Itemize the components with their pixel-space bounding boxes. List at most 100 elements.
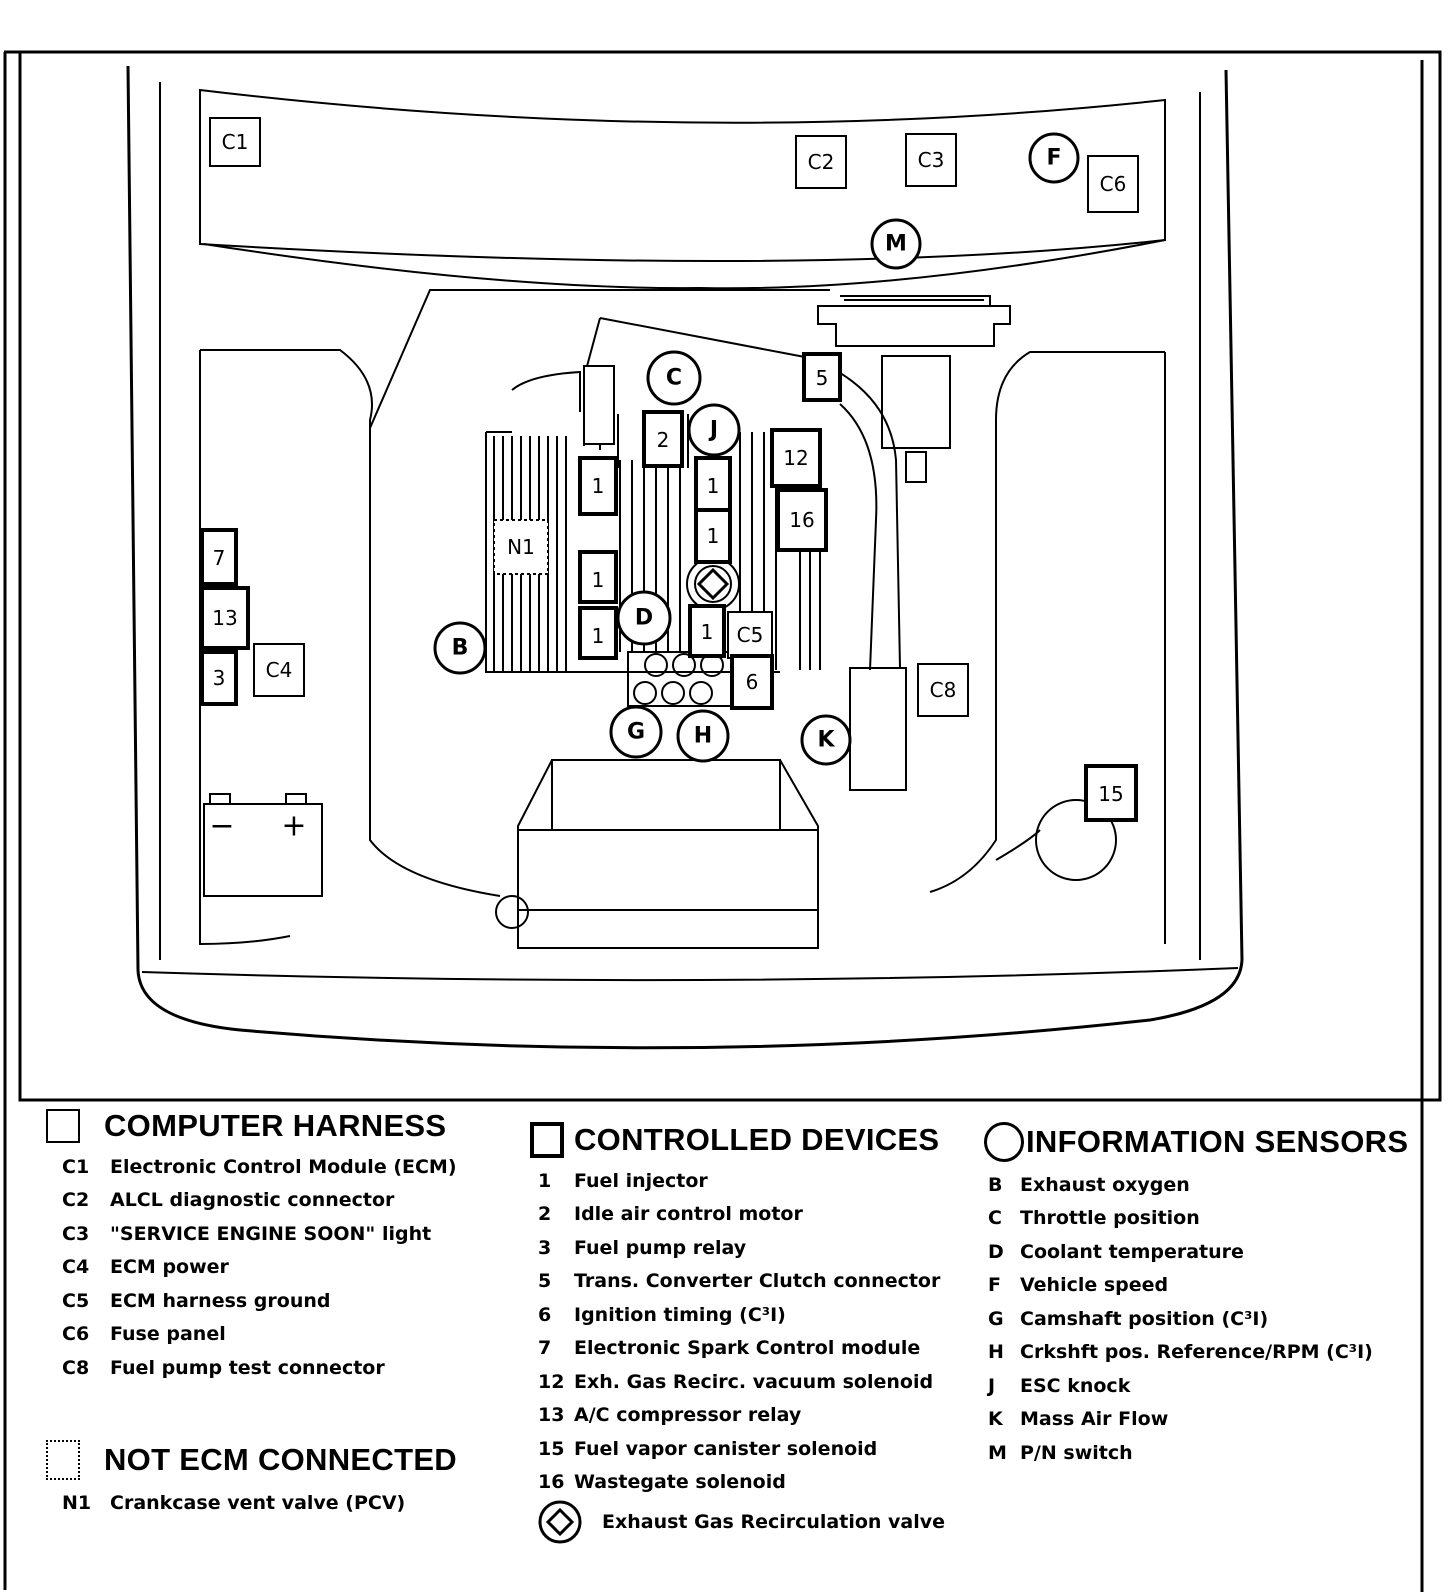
device-5-tcc: [802, 352, 842, 402]
battery-positive: +: [281, 809, 306, 844]
radiator: [551, 759, 781, 831]
device-13-ac-relay: [200, 586, 250, 650]
sensor-d-coolant: [616, 590, 672, 646]
list-item: 16 Wastegate solenoid: [530, 1466, 945, 1500]
label-c5: C5: [737, 623, 764, 647]
item-code: J: [988, 1374, 996, 1397]
item-code: C: [988, 1207, 1002, 1230]
item-description: Camshaft position (C³I): [1020, 1307, 1269, 1330]
sensor-g-camshaft: [609, 705, 663, 759]
list-item: G Camshaft position (C³I): [984, 1302, 1408, 1336]
label-1a: 1: [592, 474, 605, 498]
item-code: M: [988, 1441, 1007, 1464]
label-n1: N1: [507, 535, 535, 559]
legend-computer-harness: COMPUTER HARNESS C1 Electronic Control Mo…: [46, 1108, 457, 1385]
legend-title: INFORMATION SENSORS: [1026, 1124, 1409, 1159]
label-h: H: [694, 724, 712, 749]
thick-square-symbol-icon: [530, 1122, 564, 1158]
item-code: C4: [62, 1256, 90, 1279]
list-item: 6 Ignition timing (C³I): [530, 1298, 945, 1332]
item-code: C8: [62, 1356, 90, 1379]
item-code: C3: [62, 1222, 90, 1245]
item-description: Electronic Control Module (ECM): [110, 1155, 457, 1178]
list-item: N1 Crankcase vent valve (PCV): [62, 1491, 406, 1514]
device-16-wastegate: [776, 488, 828, 552]
label-1f: 1: [701, 620, 714, 644]
c6-fuse-panel: [1087, 155, 1139, 213]
item-code: K: [988, 1408, 1003, 1431]
item-description: ECM harness ground: [110, 1289, 331, 1312]
item-description: Ignition timing (C³I): [574, 1303, 786, 1326]
item-code: 12: [538, 1370, 565, 1393]
label-1b: 1: [707, 474, 720, 498]
item-code: C6: [62, 1323, 90, 1346]
label-12: 12: [783, 446, 808, 470]
item-code: F: [988, 1274, 1001, 1297]
cowl: [199, 88, 1166, 263]
item-description: ESC knock: [1020, 1374, 1131, 1397]
label-2: 2: [657, 428, 670, 452]
list-item: 12 Exh. Gas Recirc. vacuum solenoid: [530, 1365, 945, 1399]
item-code: H: [988, 1341, 1004, 1364]
battery-negative: −: [209, 809, 234, 844]
item-code: 2: [538, 1203, 552, 1226]
device-12-egr-solenoid: [770, 428, 822, 488]
item-code: D: [988, 1240, 1004, 1263]
legend-title: NOT ECM CONNECTED: [104, 1442, 457, 1477]
item-description: Wastegate solenoid: [574, 1471, 786, 1494]
item-description: Coolant temperature: [1020, 1240, 1244, 1263]
label-3: 3: [213, 666, 226, 690]
sensor-j-knock: [687, 403, 741, 457]
item-code: G: [988, 1307, 1004, 1330]
engine-block: [485, 370, 780, 673]
label-k: K: [817, 728, 835, 753]
item-description: P/N switch: [1020, 1441, 1133, 1464]
device-2-idle-air: [642, 410, 684, 468]
list-item: M P/N switch: [984, 1436, 1408, 1470]
label-d: D: [635, 606, 653, 631]
item-description: Exhaust oxygen: [1020, 1173, 1190, 1196]
label-5: 5: [816, 366, 829, 390]
label-g: G: [627, 720, 645, 745]
list-item: Exhaust Gas Recirculation valve: [530, 1499, 945, 1545]
circle-symbol-icon: [984, 1122, 1024, 1162]
item-code: 15: [538, 1437, 565, 1460]
item-description: Throttle position: [1020, 1207, 1200, 1230]
item-description: Fuel pump test connector: [110, 1356, 385, 1379]
label-7: 7: [213, 546, 226, 570]
label-b: B: [452, 636, 469, 661]
list-item: F Vehicle speed: [984, 1269, 1408, 1303]
list-item: D Coolant temperature: [984, 1235, 1408, 1269]
label-1d: 1: [592, 568, 605, 592]
label-m: M: [885, 232, 907, 257]
label-f: F: [1046, 146, 1061, 171]
device-6-ignition: [730, 654, 774, 710]
c5-ecm-harness-ground: [727, 611, 773, 659]
item-code: C2: [62, 1189, 90, 1212]
item-code: 6: [538, 1303, 552, 1326]
device-15-canister-solenoid: [1084, 764, 1138, 822]
device-1-e: [578, 606, 618, 660]
sensor-c-throttle: [646, 350, 702, 406]
device-3-fuel-pump-relay: [200, 650, 238, 706]
label-c3: C3: [918, 148, 945, 172]
list-item: C1 Electronic Control Module (ECM): [46, 1150, 457, 1184]
item-code: C1: [62, 1155, 90, 1178]
list-item: C Throttle position: [984, 1202, 1408, 1236]
label-15: 15: [1098, 782, 1123, 806]
item-code: 16: [538, 1471, 565, 1494]
item-description: Exh. Gas Recirc. vacuum solenoid: [574, 1370, 934, 1393]
item-description: Vehicle speed: [1020, 1274, 1169, 1297]
item-description: Fuel injector: [574, 1169, 708, 1192]
legend-title: COMPUTER HARNESS: [104, 1108, 447, 1143]
label-1c: 1: [707, 524, 720, 548]
label-c8: C8: [930, 678, 957, 702]
